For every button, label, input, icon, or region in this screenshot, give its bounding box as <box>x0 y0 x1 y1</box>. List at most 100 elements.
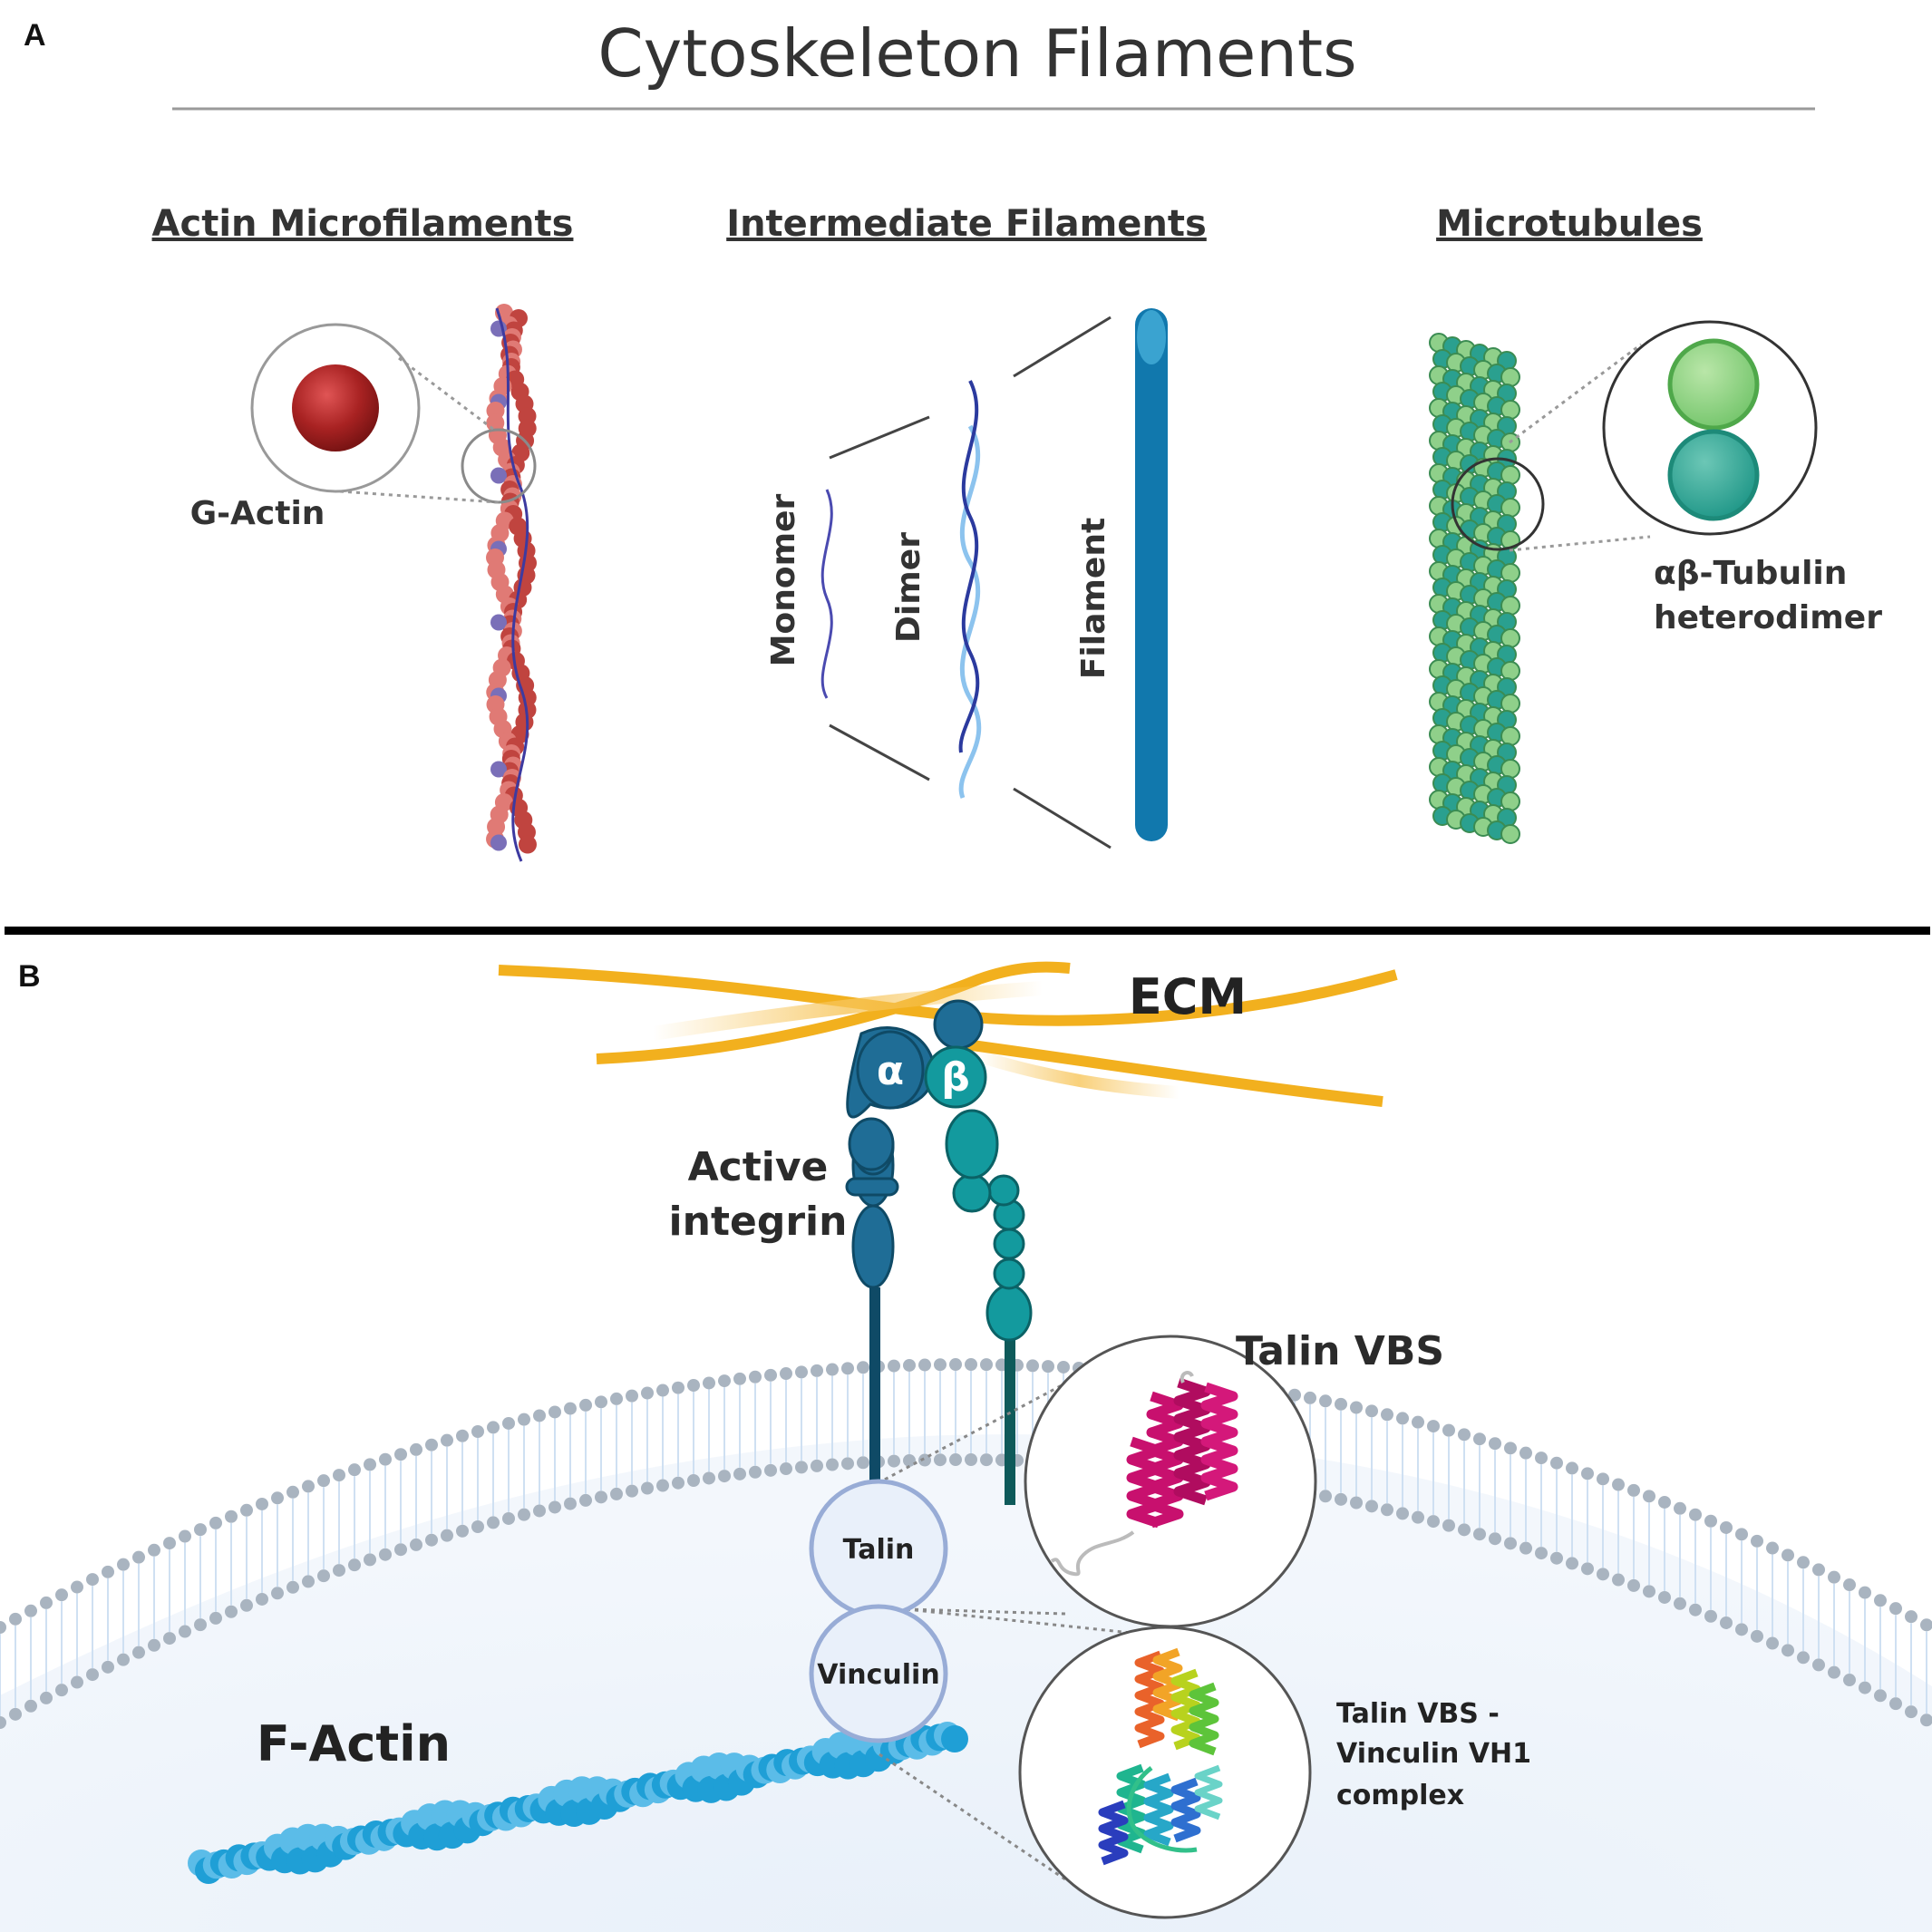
ecm-fibre <box>951 1037 1383 1107</box>
lipid-head <box>1519 1541 1532 1555</box>
lipid-head <box>718 1374 731 1388</box>
complex-label-line2: Vinculin VH1 <box>1336 1738 1531 1770</box>
lipid-head <box>1566 1461 1578 1475</box>
lipid-head <box>286 1580 299 1594</box>
alpha-tubulin-icon <box>1667 338 1760 431</box>
lipid-head <box>888 1359 900 1373</box>
lipid-head <box>1689 1508 1702 1521</box>
lipid-head <box>410 1442 422 1456</box>
lipid-head <box>533 1504 546 1518</box>
lipid-head <box>1812 1658 1825 1672</box>
lipid-head <box>656 1383 669 1397</box>
lipid-head <box>1905 1705 1917 1719</box>
lipid-head <box>841 1457 854 1471</box>
tubulin-subunit <box>1500 791 1520 811</box>
beta-label: β <box>941 1054 970 1101</box>
lipid-head <box>1689 1603 1702 1616</box>
lipid-head <box>841 1362 854 1375</box>
lipid-head <box>317 1569 330 1583</box>
alpha-leg-domain <box>851 1204 895 1289</box>
lipid-head <box>1504 1442 1517 1455</box>
lipid-head <box>132 1646 145 1659</box>
lipid-head <box>1458 1428 1471 1442</box>
lipid-head <box>225 1605 238 1618</box>
lipid-head <box>256 1592 268 1606</box>
zoom-line <box>398 356 495 432</box>
actin-microfilament <box>486 304 537 862</box>
lipid-head <box>1319 1394 1332 1408</box>
lipid-head <box>0 1716 6 1729</box>
dimer-label: Dimer <box>890 532 927 643</box>
beta-head <box>924 1045 987 1109</box>
lipid-head <box>1920 1618 1932 1632</box>
lipid-head <box>795 1461 808 1474</box>
lipid-head <box>1782 1549 1794 1562</box>
beta-leg-domain <box>987 1174 1020 1207</box>
lipid-head <box>333 1469 345 1482</box>
talin-vinculin: Talin Vinculin <box>809 1367 1175 1883</box>
lipid-head <box>1057 1360 1070 1374</box>
zoom-line <box>1509 343 1642 444</box>
lipid-head <box>1535 1547 1548 1560</box>
lipid-head <box>826 1363 839 1376</box>
lipid-head <box>194 1523 207 1537</box>
lipid-head <box>1766 1636 1779 1650</box>
talin-vbs-structure-icon <box>1050 1371 1238 1577</box>
lipid-head <box>394 1448 407 1461</box>
lipid-head <box>1889 1602 1902 1616</box>
actin-binding-protein <box>490 614 507 631</box>
alpha-label: α <box>877 1048 904 1094</box>
beta-tubulin-icon <box>1667 429 1760 521</box>
lipid-head <box>918 1453 931 1467</box>
lipid-head <box>1859 1681 1871 1694</box>
lipid-head <box>1597 1472 1609 1486</box>
lipid-head <box>579 1493 592 1507</box>
tubulin-subunit <box>1500 824 1520 844</box>
lipid-head <box>1350 1496 1363 1510</box>
lipid-head <box>1704 1609 1717 1623</box>
complex-zoom-circle <box>1018 1626 1312 1919</box>
lipid-head <box>764 1463 777 1477</box>
lipid-head <box>1828 1570 1840 1584</box>
lipid-head <box>749 1465 762 1479</box>
filament-rod <box>1135 308 1168 841</box>
lipid-head <box>348 1463 361 1477</box>
lipid-head <box>163 1537 176 1550</box>
expansion-line <box>1013 316 1112 378</box>
beta-leg-domain <box>985 1284 1033 1342</box>
dimer-strand-light <box>958 424 982 799</box>
tubulin-magnifier <box>1451 457 1545 551</box>
lipid-head <box>317 1474 330 1488</box>
lipid-head <box>934 1358 947 1372</box>
lipid-head <box>471 1425 484 1439</box>
tubulin-beads <box>1429 333 1520 844</box>
lipid-head <box>1381 1408 1393 1422</box>
lipid-head <box>888 1454 900 1468</box>
lipid-head <box>980 1453 993 1467</box>
g-actin-zoom: G-Actin <box>190 323 537 532</box>
vinculin-label: Vinculin <box>817 1659 939 1691</box>
tubulin-subunit <box>1500 628 1520 648</box>
lipid-head <box>132 1550 145 1564</box>
filament-rod-cap <box>1137 310 1166 364</box>
lipid-head <box>1658 1495 1671 1509</box>
f-actin-beads <box>188 1722 968 1884</box>
lipid-head <box>1365 1404 1378 1418</box>
alpha-knee <box>845 1177 899 1197</box>
section-intermediate-title: Intermediate Filaments <box>726 203 1207 245</box>
lipid-head <box>379 1548 392 1561</box>
lipid-head <box>240 1503 253 1517</box>
lipid-head <box>1905 1610 1917 1624</box>
expansion-line <box>1013 787 1112 849</box>
lipid-head <box>564 1402 577 1415</box>
lipid-head <box>333 1564 345 1578</box>
f-actin-label: F-Actin <box>257 1715 451 1772</box>
lipid-head <box>209 1611 222 1625</box>
lipid-head <box>256 1497 268 1510</box>
lipid-head <box>271 1491 284 1505</box>
f-actin-monomer <box>941 1724 968 1752</box>
g-actin-magnifier <box>461 428 537 504</box>
actin-binding-protein <box>490 467 507 484</box>
tubulin-subunit <box>1500 400 1520 420</box>
cell-membrane <box>0 1358 1932 1729</box>
